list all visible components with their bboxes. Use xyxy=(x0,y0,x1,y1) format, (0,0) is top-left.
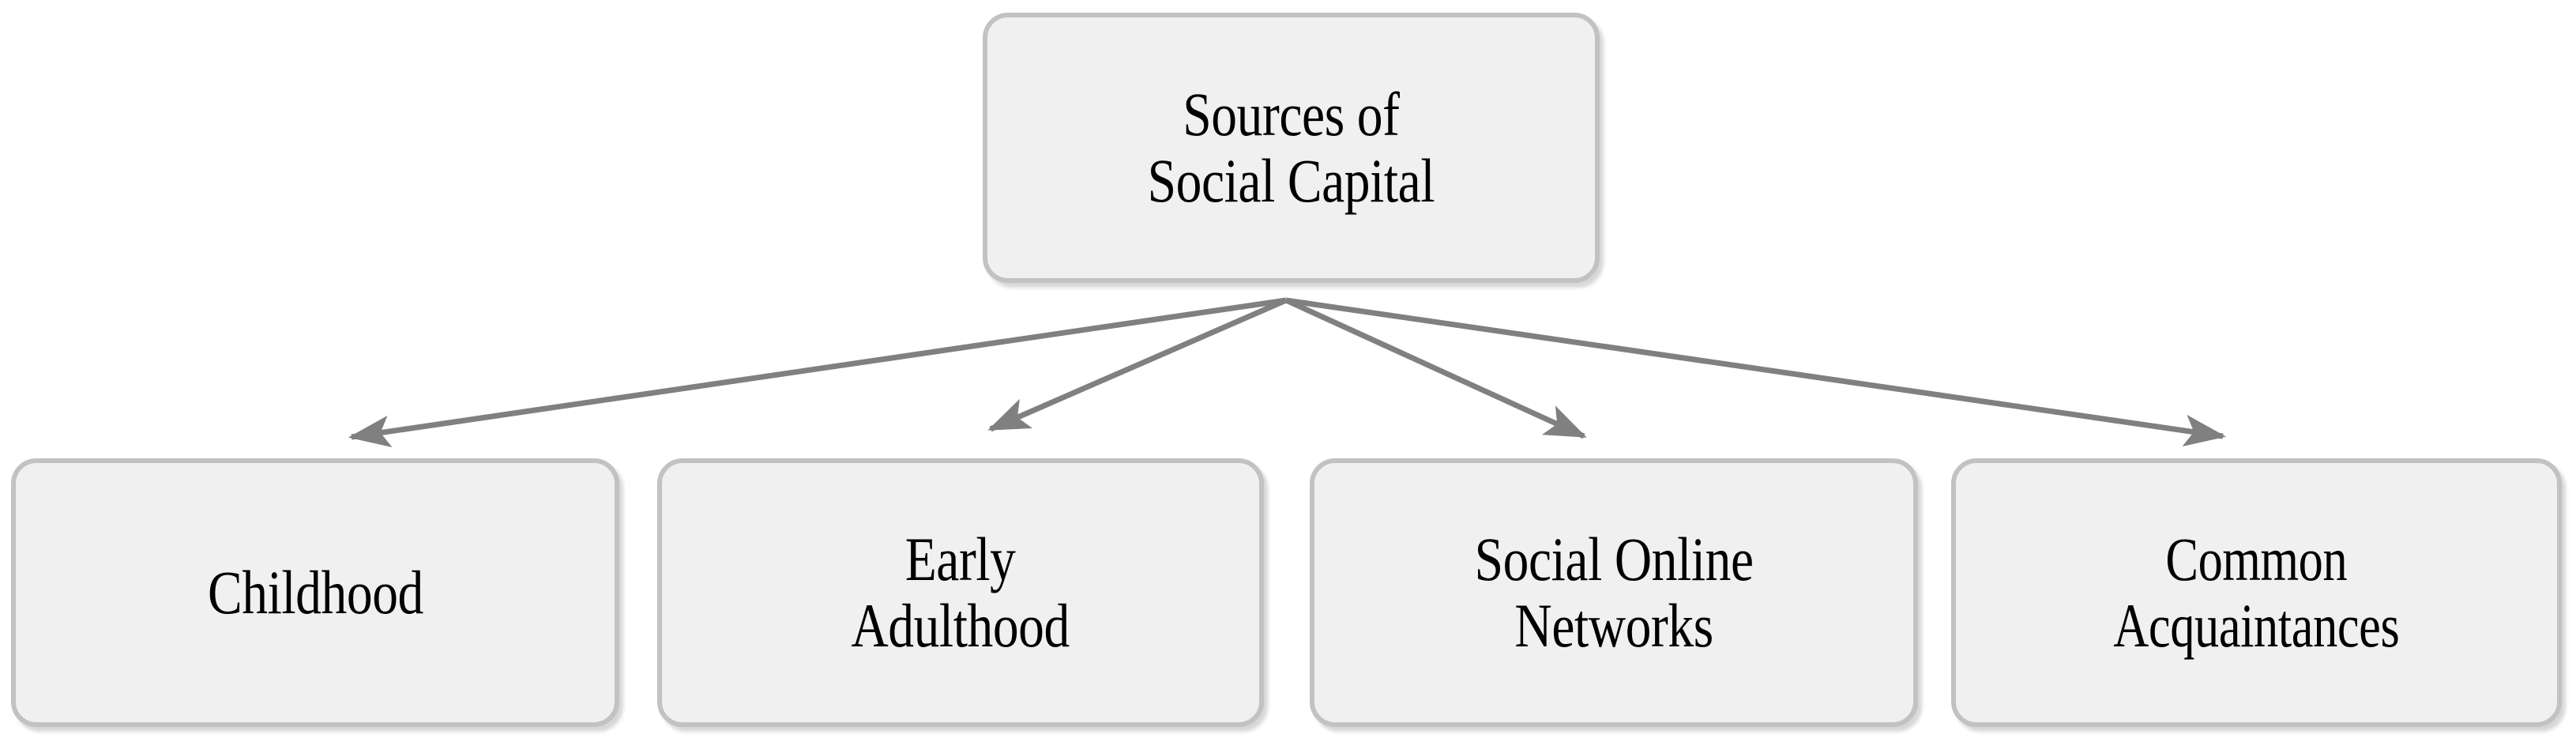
node-early-adulthood-label: Early Adulthood xyxy=(851,524,1070,660)
node-social-online-networks-label: Social Online Networks xyxy=(1474,524,1754,660)
connector-root-to-childhood xyxy=(348,297,1287,447)
node-root-sources-of-social-capital[interactable]: Sources of Social Capital xyxy=(983,13,1600,283)
connector-root-to-common-acquaintances xyxy=(1285,297,2227,447)
node-common-acquaintances[interactable]: Common Acquaintances xyxy=(1951,458,2562,727)
node-root-label: Sources of Social Capital xyxy=(1147,79,1435,215)
connector-root-to-early-adulthood xyxy=(987,297,1288,432)
node-childhood-label: Childhood xyxy=(207,557,423,627)
node-social-online-networks[interactable]: Social Online Networks xyxy=(1310,458,1918,727)
node-common-acquaintances-label: Common Acquaintances xyxy=(2113,524,2400,660)
connector-root-to-social-online-networks xyxy=(1284,297,1587,439)
node-childhood[interactable]: Childhood xyxy=(11,458,619,727)
node-early-adulthood[interactable]: Early Adulthood xyxy=(657,458,1264,727)
